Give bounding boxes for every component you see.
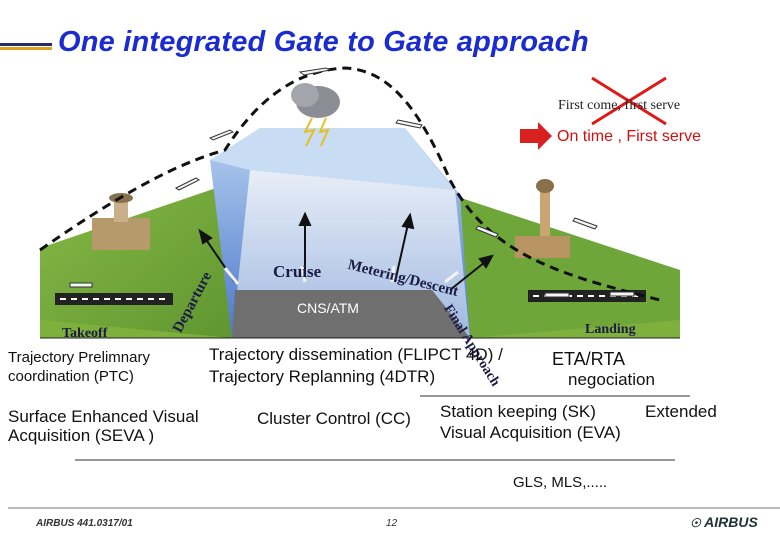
old-motto: First come, first serve — [558, 98, 681, 113]
cross-out-mark — [591, 76, 667, 126]
page-number: 12 — [386, 518, 398, 529]
ground-front — [40, 320, 680, 338]
title-rule-gold — [0, 47, 52, 50]
eva-line-1: Extended — [645, 402, 717, 421]
eva-line-2: Visual Acquisition (EVA) — [440, 423, 621, 442]
title-rule-dark — [0, 43, 52, 46]
control-tower — [540, 190, 550, 250]
airbus-logo: ☉ AIRBUS — [690, 514, 758, 530]
gls-mls: GLS, MLS,..... — [513, 474, 608, 491]
seva-line-2: Acquisition (SEVA ) — [8, 426, 155, 445]
station-keeping: Station keeping (SK) — [440, 402, 596, 421]
flipct-line-2: Trajectory Replanning (4DTR) — [209, 367, 436, 386]
phase-landing: Landing — [585, 322, 636, 337]
seva-line-1: Surface Enhanced Visual — [8, 407, 199, 426]
flipct-line-1: Trajectory dissemination (FLIPCT 4D) / — [209, 345, 503, 364]
trajectory-path — [39, 66, 661, 302]
ground-right — [455, 196, 680, 338]
phase-cruise: Cruise — [273, 262, 322, 281]
page-title: One integrated Gate to Gate approach — [58, 26, 589, 58]
terminal-left — [92, 218, 150, 250]
cluster-control: Cluster Control (CC) — [257, 409, 411, 428]
runway-left — [55, 293, 173, 305]
ptc-line-2: coordination (PTC) — [8, 368, 134, 385]
red-arrow-shaft — [520, 129, 538, 143]
cns-atm-label: CNS/ATM — [297, 300, 359, 316]
ptc-line-1: Trajectory Prelimnary — [8, 349, 150, 366]
eta-line-1: ETA/RTA — [552, 349, 626, 369]
eta-line-2: negociation — [568, 370, 655, 389]
aircraft-icons — [69, 67, 635, 298]
footer-reference: AIRBUS 441.0317/01 — [36, 518, 133, 529]
cns-atm-band — [232, 290, 470, 338]
new-motto: On time , First serve — [557, 128, 702, 145]
airbus-logo-icon: ☉ — [690, 516, 701, 530]
airspace-top — [210, 128, 455, 190]
phase-takeoff: Takeoff — [62, 326, 108, 341]
arrows — [198, 211, 494, 291]
red-arrow-head — [538, 122, 552, 150]
ground-left — [40, 185, 232, 338]
airbus-logo-text: AIRBUS — [704, 514, 758, 530]
